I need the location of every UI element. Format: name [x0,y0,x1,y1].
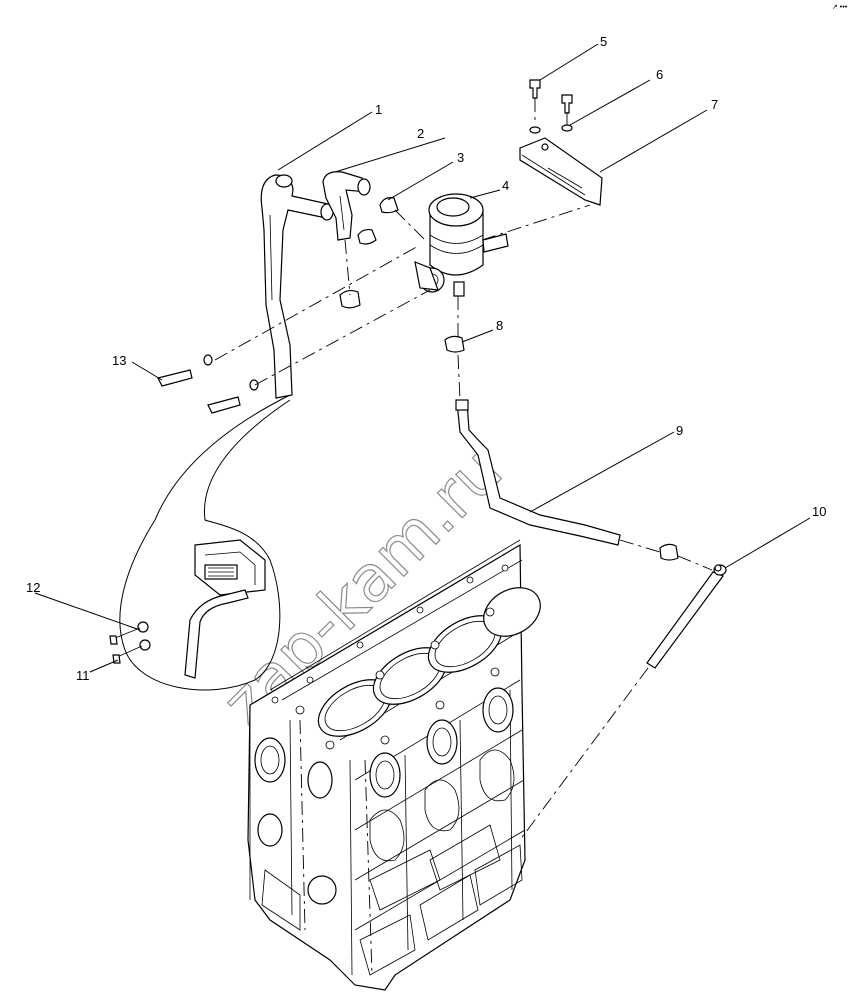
hose-clamps [339,197,679,561]
dipstick-tube [646,564,727,669]
callout-13: 13 [112,353,126,368]
callout-8: 8 [496,318,503,333]
callout-5: 5 [600,34,607,49]
callout-11: 11 [76,668,90,683]
leader-lines [34,43,811,673]
callout-1: 1 [375,102,382,117]
callout-10: 10 [812,504,826,519]
bracket [519,137,603,206]
screws-13 [157,354,259,414]
detail-view-bubble [109,394,291,691]
callout-12: 12 [26,580,40,595]
callout-2: 2 [417,126,424,141]
hose-9 [455,399,621,546]
callout-4: 4 [502,178,509,193]
screws-5-6 [529,79,573,134]
hose-2 [322,171,371,241]
callout-9: 9 [676,423,683,438]
assembly-center-lines [214,98,713,841]
hose-1 [260,174,334,399]
callout-7: 7 [711,97,718,112]
callout-3: 3 [457,150,464,165]
corner-mark: ↗ ••• [832,4,848,11]
callout-6: 6 [656,67,663,82]
oil-separator [414,193,509,297]
engine-block [247,539,541,991]
